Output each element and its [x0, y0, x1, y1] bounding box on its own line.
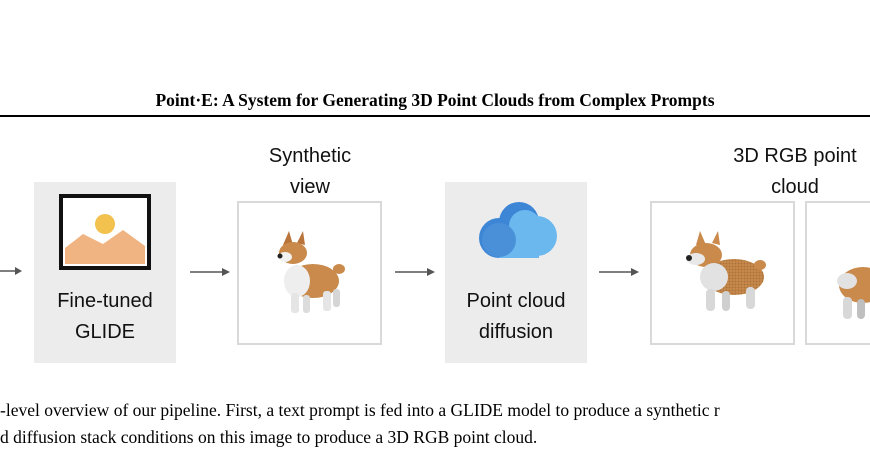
- glide-label-line2: GLIDE: [74, 321, 136, 343]
- figure-caption-line2: d diffusion stack conditions on this ima…: [0, 427, 538, 447]
- corgi-render-image: [277, 231, 345, 313]
- glide-label-line1: Fine-tuned: [57, 290, 153, 312]
- arrow-right-icon: [599, 268, 639, 276]
- glide-panel: Fine-tuned GLIDE: [34, 182, 176, 363]
- corgi-pointcloud-back-image: [837, 267, 870, 319]
- image-icon: [59, 194, 151, 270]
- corgi-pointcloud-image: [686, 231, 766, 311]
- running-head: Point·E: A System for Generating 3D Poin…: [155, 90, 715, 110]
- header-rule: [0, 115, 870, 117]
- diffusion-label-line1: Point cloud: [466, 290, 566, 312]
- pointcloud-label-line2: cloud: [771, 176, 819, 198]
- arrow-right-icon: [0, 267, 22, 275]
- pointcloud-label-line1: 3D RGB point: [733, 145, 857, 167]
- diffusion-panel: Point cloud diffusion: [445, 182, 587, 363]
- diffusion-label-line2: diffusion: [478, 321, 554, 343]
- pointcloud-panel-2: [805, 201, 870, 345]
- synthetic-view-label-line2: view: [289, 176, 330, 198]
- arrow-right-icon: [190, 268, 230, 276]
- synthetic-view-label-line1: Synthetic: [268, 145, 352, 167]
- pointcloud-panel-1: [650, 201, 795, 345]
- synthetic-view-label: Synthetic view: [230, 141, 390, 203]
- glide-label: Fine-tuned GLIDE: [34, 286, 176, 348]
- pointcloud-label: 3D RGB point cloud: [720, 141, 870, 203]
- synthetic-view-panel: [237, 201, 382, 345]
- figure-caption-line1: -level overview of our pipeline. First, …: [0, 400, 720, 420]
- diffusion-label: Point cloud diffusion: [445, 286, 587, 348]
- arrow-right-icon: [395, 268, 435, 276]
- cloud-icon: [479, 202, 557, 258]
